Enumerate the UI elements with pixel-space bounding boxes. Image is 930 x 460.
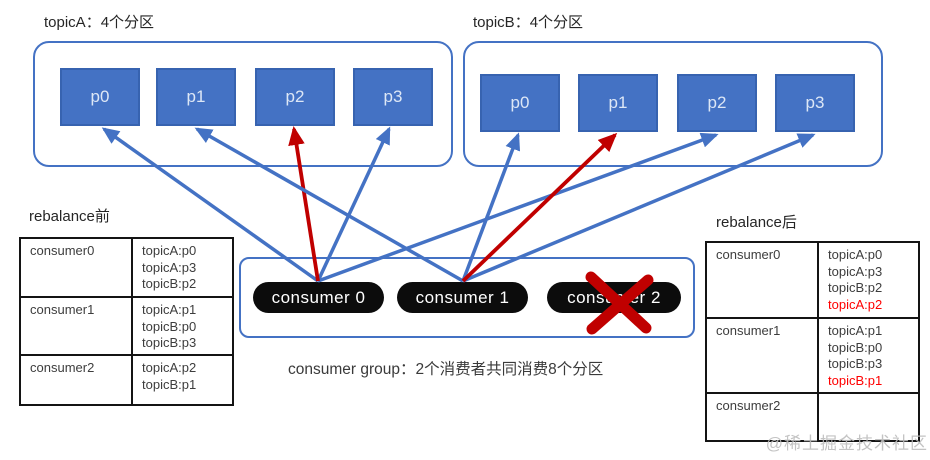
topic-a-title: topicA：4个分区 (44, 14, 155, 31)
topic-a-partition-p1: p1 (156, 68, 236, 126)
cell-consumer: consumer2 (19, 354, 133, 406)
after-table-title: rebalance后 (716, 214, 797, 231)
assignment: topicA:p1 (142, 302, 197, 317)
topic-b-partition-p0: p0 (480, 74, 560, 132)
assignment: topicB:p1 (828, 372, 883, 388)
cell-assignments: topicA:p1 topicB:p0 topicB:p3 topicB:p1 (817, 317, 920, 394)
before-table: consumer0 topicA:p0 topicA:p3 topicB:p2 … (19, 237, 234, 406)
cell-consumer: consumer1 (705, 317, 819, 394)
topic-b-partition-p2: p2 (677, 74, 757, 132)
cell-consumer: consumer2 (705, 392, 819, 442)
assignment: topicA:p2 (142, 360, 197, 375)
assignment: topicA:p3 (828, 263, 883, 279)
consumer-group-caption: consumer group：2个消费者共同消费8个分区 (288, 361, 604, 378)
assignment: topicB:p1 (142, 376, 197, 392)
assignment: topicA:p1 (828, 323, 883, 338)
cell-assignments-empty (817, 392, 920, 442)
cell-consumer: consumer0 (19, 237, 133, 298)
before-table-title: rebalance前 (29, 208, 110, 225)
table-row: consumer0 topicA:p0 topicA:p3 topicB:p2 (19, 237, 234, 298)
assignment: topicA:p2 (828, 296, 883, 312)
topic-b-partition-p3: p3 (775, 74, 855, 132)
cell-assignments: topicA:p2 topicB:p1 (131, 354, 234, 406)
topic-a-partition-p2: p2 (255, 68, 335, 126)
table-row: consumer0 topicA:p0 topicA:p3 topicB:p2 … (705, 241, 920, 319)
table-row: consumer2 (705, 392, 920, 442)
assignment: topicB:p0 (828, 339, 883, 355)
consumer-0-pill: consumer 0 (253, 282, 384, 313)
assignment: topicA:p0 (828, 247, 883, 262)
consumer-2-pill: consumer 2 (547, 282, 681, 313)
cell-assignments: topicA:p0 topicA:p3 topicB:p2 (131, 237, 234, 298)
watermark: @稀土掘金技术社区 (765, 434, 928, 453)
table-row: consumer2 topicA:p2 topicB:p1 (19, 354, 234, 406)
cell-consumer: consumer1 (19, 296, 133, 356)
topic-b-partition-p1: p1 (578, 74, 658, 132)
consumer-1-pill: consumer 1 (397, 282, 528, 313)
topic-a-partition-p3: p3 (353, 68, 433, 126)
topic-b-title: topicB：4个分区 (473, 14, 584, 31)
table-row: consumer1 topicA:p1 topicB:p0 topicB:p3 … (705, 317, 920, 394)
topic-a-partition-p0: p0 (60, 68, 140, 126)
cell-assignments: topicA:p1 topicB:p0 topicB:p3 (131, 296, 234, 356)
table-row: consumer1 topicA:p1 topicB:p0 topicB:p3 (19, 296, 234, 356)
assignment: topicB:p2 (142, 276, 197, 291)
assignment: topicB:p3 (142, 335, 197, 350)
assignment: topicB:p2 (828, 280, 883, 295)
cell-consumer: consumer0 (705, 241, 819, 319)
after-table: consumer0 topicA:p0 topicA:p3 topicB:p2 … (705, 241, 920, 442)
assignment: topicB:p3 (828, 356, 883, 371)
assignment: topicB:p0 (142, 318, 197, 334)
assignment: topicA:p0 (142, 243, 197, 258)
assignment: topicA:p3 (142, 259, 197, 275)
cell-assignments: topicA:p0 topicA:p3 topicB:p2 topicA:p2 (817, 241, 920, 319)
